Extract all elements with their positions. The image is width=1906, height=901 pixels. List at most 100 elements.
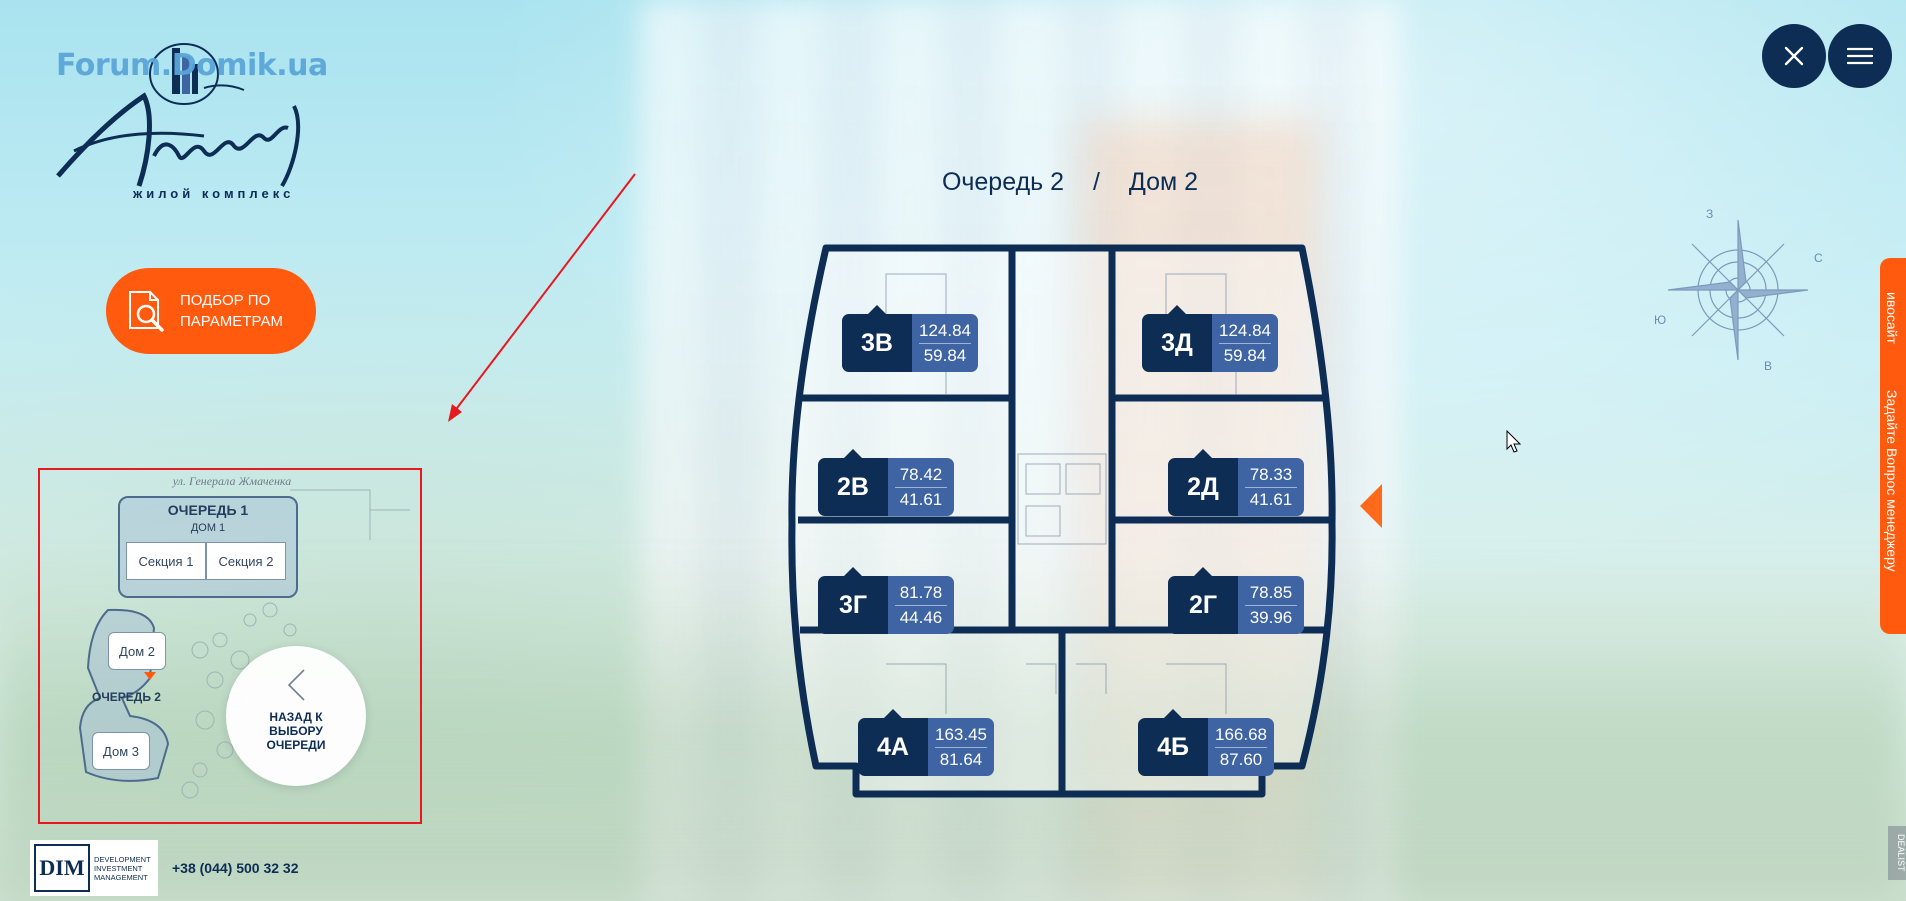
phone-number-link[interactable]: +38 (044) 500 32 32	[172, 860, 299, 876]
search-params-label-line1: ПОДБОР ПО	[180, 292, 271, 309]
apartment-living-area: 44.46	[899, 607, 943, 627]
apartment-number: 3В	[842, 305, 912, 372]
apartment-total-area: 78.85	[1249, 582, 1293, 602]
area-divider	[895, 486, 947, 488]
floor-plan-drawing	[788, 244, 1336, 798]
apartment-areas: 78.33 41.61	[1238, 458, 1304, 516]
apartment-total-area: 81.78	[899, 582, 943, 602]
watermark-text: Forum.Domik.ua	[56, 48, 328, 83]
logo-subtitle: жилой комплекс	[133, 186, 295, 201]
breadcrumb-queue[interactable]: Очередь 2	[941, 168, 1065, 196]
mouse-cursor-icon	[1506, 430, 1522, 453]
area-divider	[935, 746, 987, 748]
house-2-button[interactable]: Дом 2	[108, 632, 166, 670]
queue1-block[interactable]: ОЧЕРЕДЬ 1 ДОМ 1 Секция 1 Секция 2	[118, 496, 298, 598]
apartment-areas: 124.84 59.84	[1212, 314, 1278, 372]
apartment-living-area: 59.84	[1223, 345, 1267, 365]
logo[interactable]	[54, 36, 344, 206]
area-divider	[1245, 604, 1297, 606]
breadcrumb-house: Дом 2	[1128, 168, 1199, 196]
area-divider	[919, 342, 971, 344]
apartment-areas: 78.85 39.96	[1238, 576, 1304, 634]
search-document-icon	[129, 291, 164, 332]
apartment-living-area: 87.60	[1219, 749, 1263, 769]
ask-manager-tab[interactable]: ивосайт Задайте Вопрос менеджеру	[1880, 258, 1906, 634]
compass-n: З	[1706, 207, 1713, 221]
apartment-2v[interactable]: 2В 78.42 41.61	[818, 449, 954, 516]
apartment-areas: 81.78 44.46	[888, 576, 954, 634]
apartment-4b[interactable]: 4Б 166.68 87.60	[1138, 709, 1274, 776]
back-to-queue-label: НАЗАД К ВЫБОРУ ОЧЕРЕДИ	[266, 710, 326, 752]
section-1[interactable]: Секция 1	[126, 542, 206, 580]
queue1-title: ОЧЕРЕДЬ 1	[167, 502, 249, 518]
queue1-house-label: ДОМ 1	[190, 522, 226, 534]
apartment-areas: 166.68 87.60	[1208, 718, 1274, 776]
apartment-number: 2В	[818, 449, 888, 516]
apartment-number: 2Г	[1168, 567, 1238, 634]
corner-badge: DEALIST	[1888, 826, 1906, 880]
developer-line-1: DEVELOPMENT	[94, 854, 151, 864]
queue2-title: ОЧЕРЕДЬ 2	[92, 690, 161, 704]
apartment-3v[interactable]: 3В 124.84 59.84	[842, 305, 978, 372]
compass-s: В	[1764, 359, 1772, 373]
apartment-total-area: 124.84	[919, 320, 971, 340]
apartment-4a[interactable]: 4А 163.45 81.64	[858, 709, 994, 776]
apartment-total-area: 163.45	[935, 724, 987, 744]
current-house-marker	[144, 672, 156, 680]
apartment-total-area: 78.33	[1249, 464, 1293, 484]
developer-logo-text: DEVELOPMENT INVESTMENT MANAGEMENT	[94, 855, 151, 882]
apartment-3g[interactable]: 3Г 81.78 44.46	[818, 567, 954, 634]
apartment-living-area: 41.61	[1249, 489, 1293, 509]
compass-e: С	[1814, 251, 1823, 265]
apartment-areas: 78.42 41.61	[888, 458, 954, 516]
menu-button[interactable]	[1828, 24, 1892, 88]
apartment-total-area: 166.68	[1215, 724, 1267, 744]
apartment-areas: 124.84 59.84	[912, 314, 978, 372]
developer-logo[interactable]: DIM DEVELOPMENT INVESTMENT MANAGEMENT	[30, 840, 158, 896]
developer-logo-mark: DIM	[34, 844, 90, 892]
search-params-label-line2: ПАРАМЕТРАМ	[180, 313, 283, 330]
apartment-number: 2Д	[1168, 449, 1238, 516]
apartment-living-area: 81.64	[939, 749, 983, 769]
side-arrow-left-icon[interactable]	[1360, 484, 1382, 528]
apartment-total-area: 124.84	[1219, 320, 1271, 340]
apartment-2d[interactable]: 2Д 78.33 41.61	[1168, 449, 1304, 516]
apartment-number: 3Г	[818, 567, 888, 634]
apartment-areas: 163.45 81.64	[928, 718, 994, 776]
site-minimap: ул. Генерала Жмаченка ОЧЕРЕДЬ 1 ДОМ 1 Се…	[38, 468, 422, 824]
compass-rose-icon: З С В Ю	[1654, 207, 1823, 373]
developer-line-3: MANAGEMENT	[94, 872, 148, 882]
close-icon	[1784, 46, 1804, 66]
apartment-number: 3Д	[1142, 305, 1212, 372]
area-divider	[895, 604, 947, 606]
apartment-living-area: 39.96	[1249, 607, 1293, 627]
minimap-street-label: ул. Генерала Жмаченка	[172, 474, 292, 488]
minimap-greenery	[181, 489, 410, 799]
logo-graphic	[56, 43, 301, 188]
area-divider	[1219, 342, 1271, 344]
apartment-total-area: 78.42	[899, 464, 943, 484]
chevron-left-icon	[287, 669, 305, 701]
house-3-button[interactable]: Дом 3	[92, 732, 150, 770]
apartment-living-area: 41.61	[899, 489, 943, 509]
search-params-button[interactable]: ПОДБОР ПО ПАРАМЕТРАМ	[106, 268, 316, 354]
compass-w: Ю	[1654, 313, 1666, 327]
apartment-living-area: 59.84	[923, 345, 967, 365]
side-tab-text-2: Задайте Вопрос менеджеру	[1884, 390, 1900, 572]
breadcrumb: Очередь 2 / Дом 2	[860, 168, 1280, 197]
breadcrumb-separator: /	[1093, 168, 1100, 196]
apartment-2g[interactable]: 2Г 78.85 39.96	[1168, 567, 1304, 634]
area-divider	[1215, 746, 1267, 748]
search-params-label: ПОДБОР ПО ПАРАМЕТРАМ	[180, 290, 283, 332]
back-to-queue-button[interactable]: НАЗАД К ВЫБОРУ ОЧЕРЕДИ	[226, 646, 366, 786]
section-2[interactable]: Секция 2	[206, 542, 286, 580]
menu-icon	[1847, 47, 1873, 65]
close-button[interactable]	[1762, 24, 1826, 88]
side-tab-text-1: ивосайт	[1884, 292, 1900, 344]
developer-line-2: INVESTMENT	[94, 863, 143, 873]
apartment-number: 4Б	[1138, 709, 1208, 776]
area-divider	[1245, 486, 1297, 488]
apartment-number: 4А	[858, 709, 928, 776]
floor-plan	[786, 244, 1336, 804]
apartment-3d[interactable]: 3Д 124.84 59.84	[1142, 305, 1278, 372]
